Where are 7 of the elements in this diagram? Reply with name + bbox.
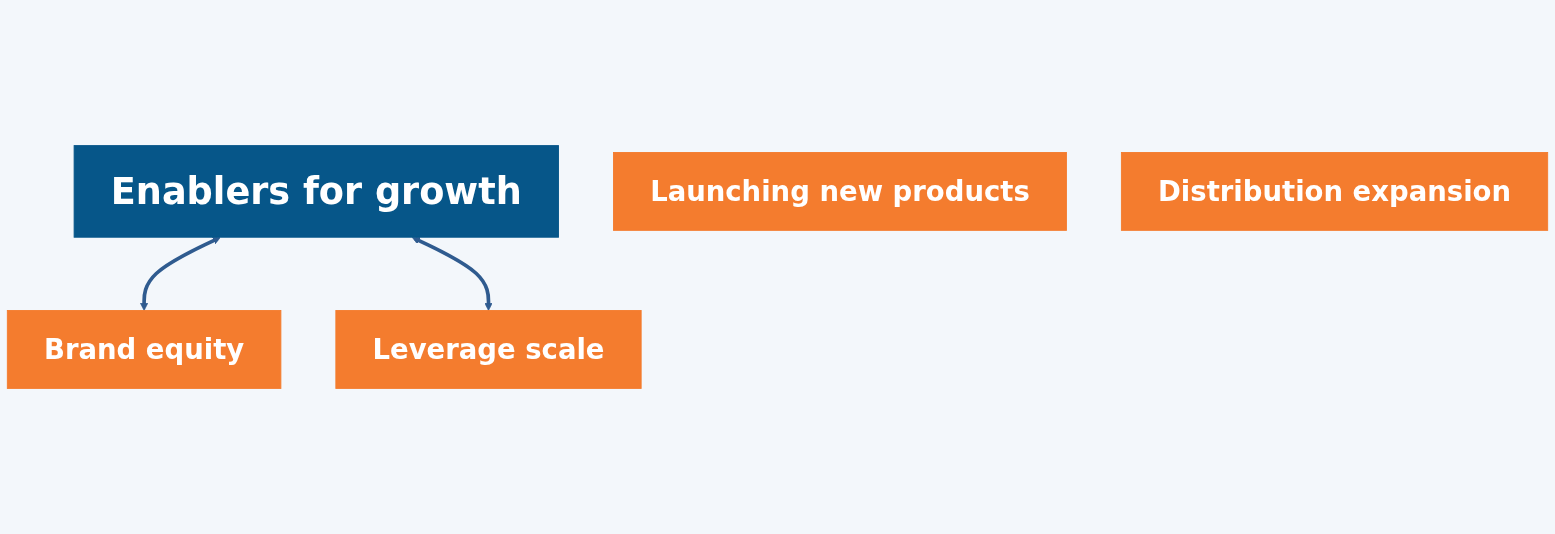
node-box: Brand equity — [6, 310, 282, 389]
arrow — [411, 236, 493, 311]
node-box: Launching new products — [613, 152, 1067, 231]
node-box: Distribution expansion — [1120, 152, 1549, 231]
node-box: Leverage scale — [335, 310, 642, 389]
node-box: Enablers for growth — [73, 145, 559, 238]
arrow — [140, 236, 221, 311]
